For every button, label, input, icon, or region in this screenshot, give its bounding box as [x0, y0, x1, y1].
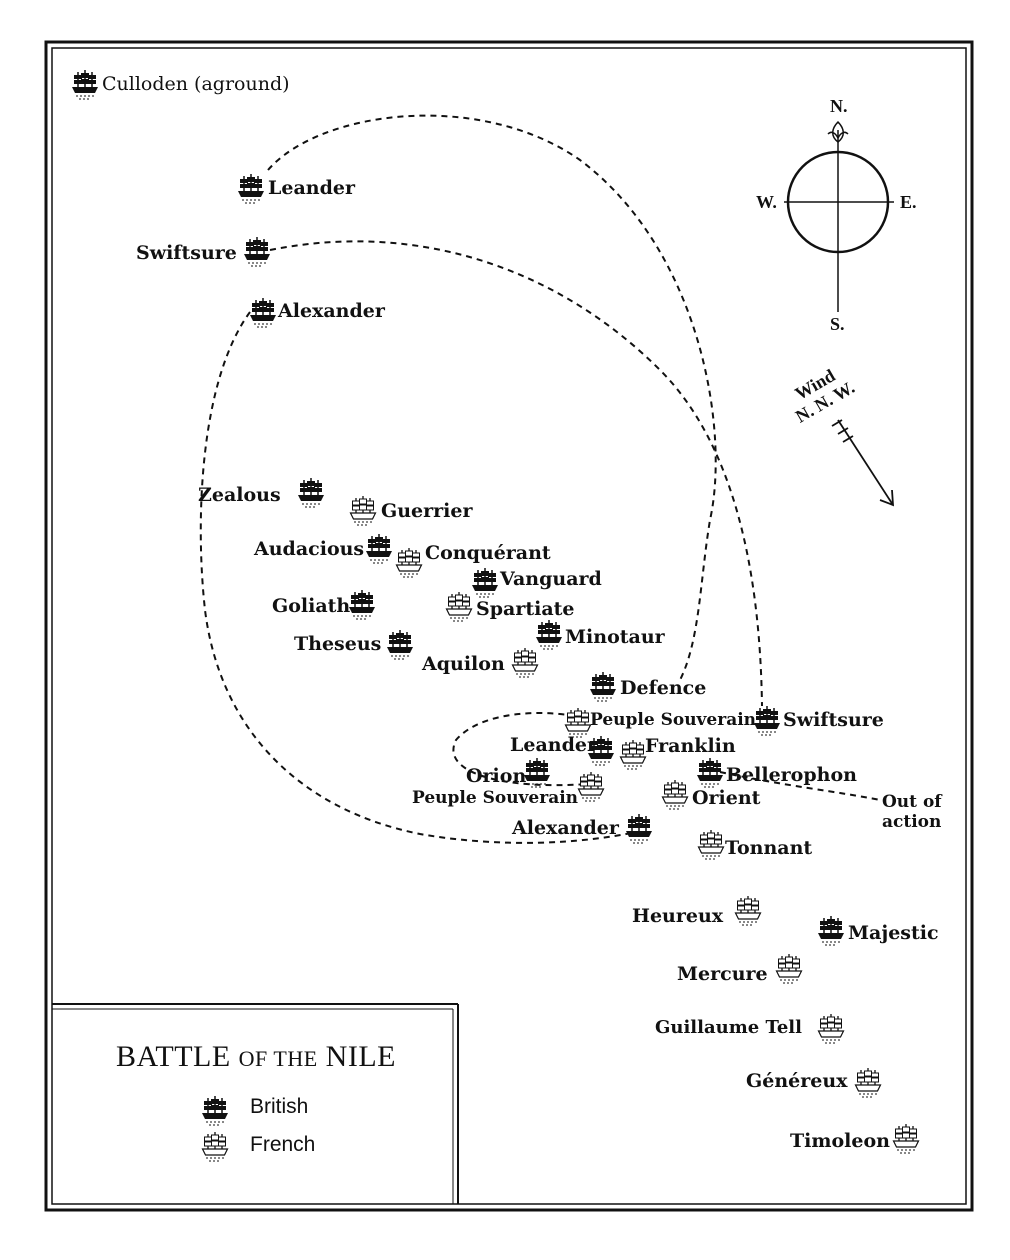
ship-leander-1-icon: [237, 173, 265, 204]
ship-tonnant-icon: [697, 829, 725, 860]
ship-minotaur-icon: [535, 619, 563, 650]
label-orion: Orion: [466, 765, 527, 787]
label-tonnant: Tonnant: [725, 837, 813, 859]
label-audacious: Audacious: [254, 538, 365, 560]
out-of-action-line1: Out of: [882, 792, 942, 812]
ship-bellerophon-icon: [696, 757, 724, 788]
label-heureux: Heureux: [632, 905, 724, 927]
track-inner-loop: [452, 712, 589, 787]
label-bellerophon: Bellerophon: [726, 764, 857, 786]
compass: [784, 120, 894, 312]
label-alexander-2: Alexander: [512, 817, 619, 839]
ship-franklin-icon: [619, 739, 647, 770]
ship-peuple-souverain-2-icon: [577, 771, 605, 802]
label-timoleon: Timoleon: [790, 1130, 890, 1152]
ship-alexander-1-icon: [249, 297, 277, 328]
label-guillaume-tell: Guillaume Tell: [655, 1017, 802, 1038]
ship-guillaume-tell-icon: [817, 1013, 845, 1044]
ship-swiftsure-2-icon: [753, 705, 781, 736]
label-zealous: Zealous: [198, 484, 281, 506]
label-orient: Orient: [692, 787, 761, 809]
ship-orion-icon: [523, 757, 551, 788]
ship-mercure-icon: [775, 953, 803, 984]
ship-swiftsure-1-icon: [243, 236, 271, 267]
ship-heureux-icon: [734, 895, 762, 926]
compass-north-label: N.: [830, 96, 848, 116]
legend-title-of-the: OF THE: [238, 1046, 318, 1071]
label-vanguard: Vanguard: [500, 568, 602, 590]
label-spartiate: Spartiate: [476, 598, 575, 620]
ship-goliath-icon: [348, 589, 376, 620]
legend-french-ship-icon: [201, 1131, 229, 1162]
legend-british-ship-icon: [201, 1095, 229, 1126]
label-goliath: Goliath: [272, 595, 351, 617]
ship-alexander-2-icon: [625, 813, 653, 844]
compass-east-label: E.: [900, 192, 917, 212]
out-of-action-line2: action: [882, 812, 942, 832]
track-leander: [267, 114, 717, 681]
ship-majestic-icon: [817, 915, 845, 946]
wind-arrow-icon: [831, 419, 894, 507]
map-frame-inner: [51, 47, 967, 1205]
label-minotaur: Minotaur: [565, 626, 665, 648]
legend-title: BATTLE OF THE NILE: [54, 1040, 458, 1074]
ship-guerrier-icon: [349, 495, 377, 526]
ship-zealous-icon: [297, 477, 325, 508]
label-majestic: Majestic: [848, 922, 939, 944]
ship-spartiate-icon: [445, 591, 473, 622]
label-peuple-souverain-2: Peuple Souverain: [412, 788, 579, 808]
out-of-action-label: Out of action: [882, 792, 942, 832]
legend-british-label: British: [250, 1095, 309, 1118]
ship-orient-icon: [661, 779, 689, 810]
ship-vanguard-icon: [471, 567, 499, 598]
label-swiftsure-2: Swiftsure: [783, 709, 884, 731]
label-culloden: Culloden (aground): [102, 73, 290, 95]
compass-south-label: S.: [830, 314, 845, 334]
ship-aquilon-icon: [511, 647, 539, 678]
label-mercure: Mercure: [677, 963, 768, 985]
label-genereux: Généreux: [746, 1070, 848, 1092]
label-conquerant: Conquérant: [425, 542, 551, 564]
ship-culloden-icon: [71, 69, 99, 100]
legend-french-label: French: [250, 1133, 316, 1156]
track-bellerophon-out: [719, 771, 881, 801]
ship-defence-icon: [589, 671, 617, 702]
label-franklin: Franklin: [645, 735, 736, 757]
label-alexander-1: Alexander: [278, 300, 385, 322]
ship-genereux-icon: [854, 1067, 882, 1098]
legend-title-battle: BATTLE: [116, 1040, 231, 1073]
ship-timoleon-icon: [892, 1123, 920, 1154]
ship-theseus-icon: [386, 629, 414, 660]
label-leander-1: Leander: [268, 177, 355, 199]
compass-west-label: W.: [756, 192, 777, 212]
ship-peuple-souverain-1-icon: [564, 707, 592, 738]
label-peuple-souverain-1: Peuple Souverain: [590, 710, 757, 730]
label-swiftsure-1: Swiftsure: [136, 242, 237, 264]
track-alexander-outer: [199, 311, 637, 844]
ship-conquerant-icon: [395, 547, 423, 578]
label-leander-2: Leander: [510, 734, 597, 756]
label-defence: Defence: [620, 677, 707, 699]
fleur-de-lis-icon: [827, 120, 849, 143]
ship-audacious-icon: [365, 533, 393, 564]
label-aquilon: Aquilon: [422, 653, 505, 675]
label-guerrier: Guerrier: [381, 500, 473, 522]
ship-tracks: [199, 114, 881, 844]
track-swiftsure: [269, 240, 763, 707]
legend-title-nile: NILE: [325, 1040, 396, 1073]
map-frame-outer: [44, 40, 974, 1212]
label-theseus: Theseus: [294, 633, 382, 655]
